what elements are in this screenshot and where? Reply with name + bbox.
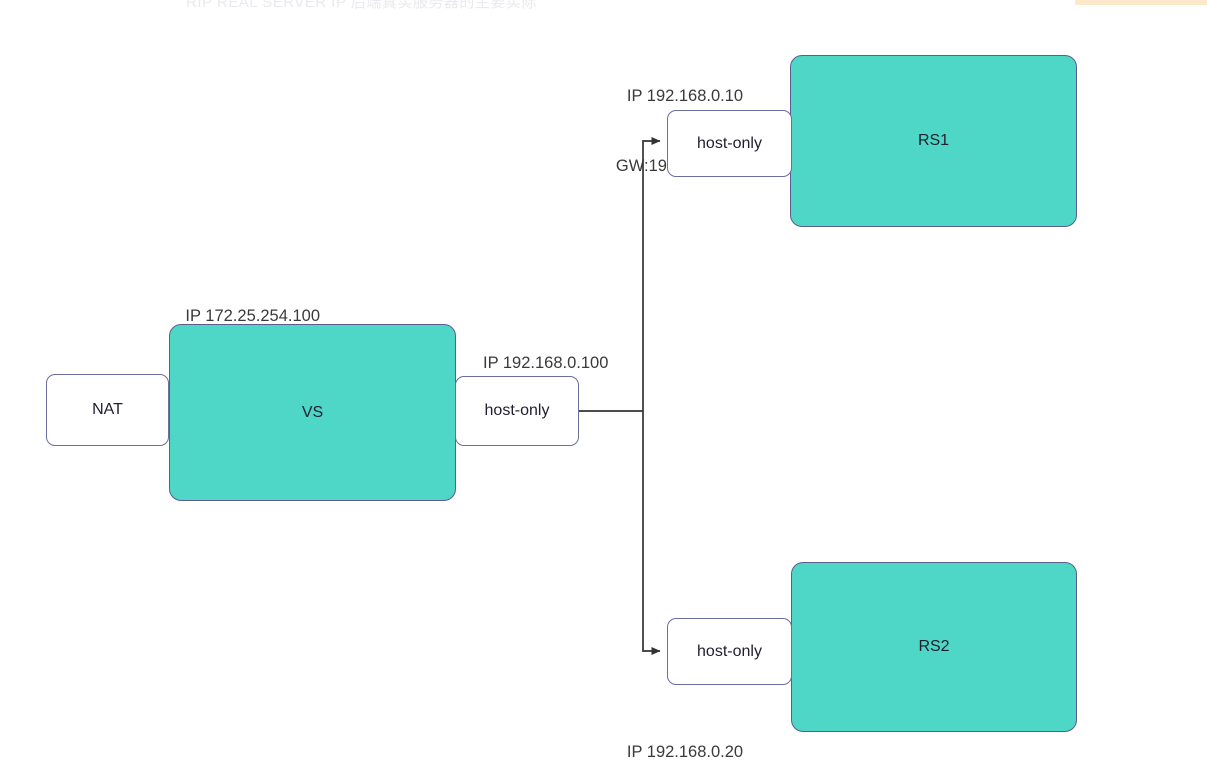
node-rs2-server[interactable]: RS2 [791,562,1077,732]
annotation-line: IP 192.168.0.20 [626,742,744,761]
node-rs2-label: RS2 [918,638,950,656]
node-rs1-label: RS1 [917,132,950,150]
node-rs1-server[interactable]: RS1 [790,55,1077,227]
clipped-header-text: RIP REAL SERVER IP 后端真实服务器的主要实际 [186,0,537,11]
node-vs-hostonly-nic[interactable]: host-only [455,376,579,446]
node-vs-server[interactable]: VS [169,324,456,501]
node-nat-nic[interactable]: NAT [46,374,169,446]
connector-junction-to-rs2 [642,411,661,655]
annotation-line: IP 192.168.0.100 [483,353,609,372]
node-rs1-hostonly-label: host-only [697,134,762,152]
node-rs2-hostonly-nic[interactable]: host-only [667,618,792,685]
annotation-rs2-addressing: IP 192.168.0.20 GW:192.168.0.100 [545,694,825,777]
node-nat-label: NAT [92,401,123,419]
annotation-line: IP 172.25.254.100 [185,306,320,325]
node-rs1-hostonly-nic[interactable]: host-only [667,110,792,177]
clipped-highlight-bar [1075,0,1207,5]
node-rs2-hostonly-label: host-only [697,642,762,660]
annotation-vs-hostonly-ip: IP 192.168.0.100 [483,305,743,422]
annotation-line: IP 192.168.0.10 [626,86,744,105]
node-vs-hostonly-label: host-only [484,402,550,420]
node-vs-label: VS [301,403,324,421]
